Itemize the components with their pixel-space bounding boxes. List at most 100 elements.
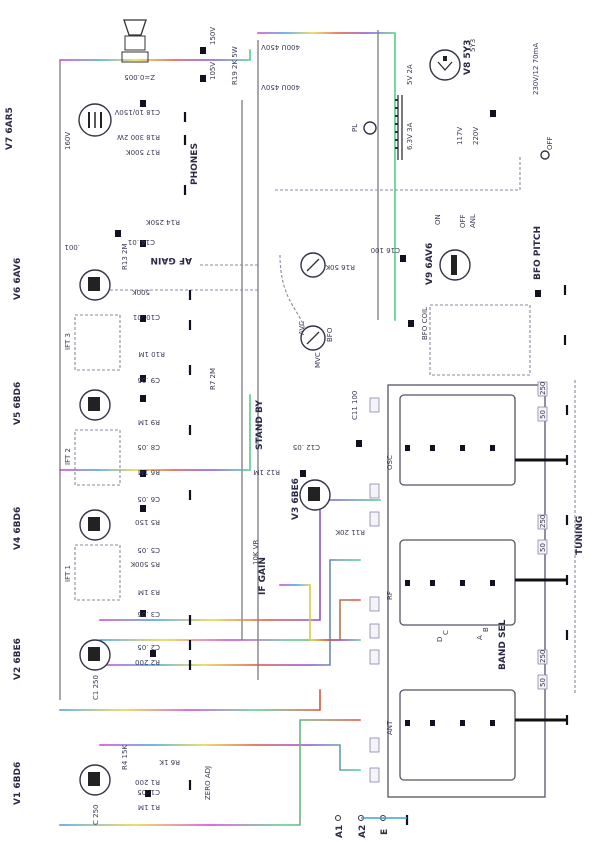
label-avc: AVC xyxy=(298,321,306,335)
label-off-anl: OFF xyxy=(459,214,467,228)
value-c-filter-1: 400U 450V xyxy=(261,43,300,51)
tube-v7 xyxy=(78,103,112,137)
value-r-v2-cathode: R2 200 xyxy=(135,658,160,666)
value-c-v4: C6 .05 xyxy=(137,495,160,503)
value-r-if3: R10 1M xyxy=(139,350,166,358)
value-c-ift1: C5 .05 xyxy=(137,546,160,554)
label-anl: ANL xyxy=(469,214,477,228)
pilot-lamp-icon xyxy=(363,121,377,135)
label-bfo-pitch: BFO PITCH xyxy=(533,226,543,280)
label-hv: 160V xyxy=(64,132,72,150)
value-r-v4-cathode: R5 150 xyxy=(135,518,160,526)
tube-v3 xyxy=(299,479,331,511)
value-c-v2-in: C1 250 xyxy=(92,675,100,700)
gang-label-4: 50 xyxy=(539,543,547,552)
value-r-v2-1: R3 1M xyxy=(138,588,160,596)
value-c-v2-grid: C2 .05 xyxy=(137,643,160,651)
label-ift3: IFT 3 xyxy=(64,333,72,350)
value-r-v1-cathode: R1 200 xyxy=(135,778,160,786)
band-letter-d: D xyxy=(436,637,444,642)
band-letter-c: C xyxy=(442,630,450,635)
value-c-bfo: C16 100 xyxy=(371,246,400,254)
gang-label-1: 250 xyxy=(539,382,547,395)
value-c-af: C14 .01 xyxy=(128,238,155,246)
value-c-v3-grid: C11 100 xyxy=(351,391,359,420)
tube-v2 xyxy=(79,639,111,671)
value-r-out-grid: R17 500K xyxy=(126,148,160,156)
label-heater-5v: 5V 2A xyxy=(406,64,414,85)
label-tuning: TUNING xyxy=(575,516,585,555)
label-ift2: IFT 2 xyxy=(64,448,72,465)
value-c-filter-2: 400U 450V xyxy=(261,83,300,91)
tube-v4 xyxy=(79,509,111,541)
tube-label-v3: V3 6BE6 xyxy=(291,478,301,520)
labels: V7 6AR5 V6 6AV6 V5 6BD6 V4 6BD6 V2 6BE6 … xyxy=(5,27,585,838)
label-zero-adj: ZERO ADJ xyxy=(204,766,212,800)
value-r-v3: R12 1M xyxy=(254,468,281,476)
label-band-sel: BAND SEL xyxy=(498,619,508,670)
gang-label-3: 250 xyxy=(539,515,547,528)
label-bfo-coil: BFO COIL xyxy=(421,307,429,340)
value-r-zero: R6 1K xyxy=(159,758,180,766)
label-af-gain: AF GAIN xyxy=(151,255,192,265)
value-c-v1: C1 .05 xyxy=(137,788,160,796)
terminal-a2: A2 xyxy=(358,825,368,838)
tube-label-v1: V1 6BD6 xyxy=(13,762,23,805)
label-on: ON xyxy=(434,214,442,225)
value-r-v3-grid: R11 20K xyxy=(335,528,365,536)
mechanical-linkages xyxy=(74,155,576,695)
value-c-v5: C8 .05 xyxy=(137,443,160,451)
value-r-ift1: R5 500K xyxy=(130,560,160,568)
label-heater-6v: 6.3V 3A xyxy=(406,122,414,150)
label-tap-117: 117V xyxy=(456,127,464,145)
value-c-v5-screen: C9 .05 xyxy=(137,376,160,384)
label-b-plus-1: 105V xyxy=(209,62,217,80)
terminal-e: E xyxy=(380,829,390,835)
power-transformer xyxy=(395,95,403,160)
antenna-terminals[interactable] xyxy=(335,815,408,821)
value-c-v3: C12 .05 xyxy=(293,443,320,451)
gang-label-5: 250 xyxy=(539,650,547,663)
power-plug-icon xyxy=(540,150,550,160)
coil-boxes xyxy=(399,394,516,781)
label-osc: OSC xyxy=(386,455,394,470)
value-r-detector: R14 250K xyxy=(146,218,180,226)
value-r-filter: R19 2K 5W xyxy=(231,46,239,85)
value-r-v1: R1 1M xyxy=(138,803,160,811)
terminal-a1: A1 xyxy=(335,825,345,838)
label-mvc: MVC xyxy=(314,352,322,368)
label-rectifier: 5Y3 xyxy=(469,39,477,52)
tube-label-v4: V4 6BD6 xyxy=(13,507,23,550)
tube-label-v8: V8 5Y3 xyxy=(463,40,473,75)
label-if-gain: IF GAIN xyxy=(258,557,268,595)
value-c-v2: C3 .05 xyxy=(137,610,160,618)
tube-label-v6: V6 6AV6 xyxy=(13,258,23,300)
value-r-if-gain: 10K VR xyxy=(252,539,260,565)
value-c-v6: .001 xyxy=(64,243,80,251)
value-r-stand-by: R7 2M xyxy=(209,368,217,390)
signal-wires xyxy=(59,32,561,826)
band-switch-terminals xyxy=(369,381,548,783)
value-r-v4: R6 1M xyxy=(138,468,160,476)
avc-mvc-bfo-switch[interactable] xyxy=(300,325,326,351)
tube-v5 xyxy=(79,389,111,421)
mode-switch[interactable] xyxy=(300,252,326,278)
label-output-z: Z=0.005 xyxy=(124,73,155,81)
value-c-out: C18 10/150V xyxy=(114,108,160,116)
value-r-out-plate: R18 300 2W xyxy=(117,133,160,141)
tube-label-v9: V9 6AV6 xyxy=(425,243,435,285)
label-mains: 230V/12 70mA xyxy=(532,43,540,95)
label-pl: PL xyxy=(351,124,359,132)
value-c-if3: C10 .01 xyxy=(133,313,160,321)
capacitors xyxy=(115,47,541,797)
label-b-plus-2: 150V xyxy=(209,27,217,45)
tube-v8 xyxy=(429,49,461,81)
label-stand-by: STAND BY xyxy=(255,400,265,450)
label-ift1: IFT 1 xyxy=(64,565,72,582)
speaker-icon xyxy=(121,19,149,63)
tube-label-v2: V2 6BE6 xyxy=(13,638,23,680)
label-phones: PHONES xyxy=(190,143,200,185)
band-letter-b: B xyxy=(482,627,490,632)
value-c-v1-in: C 250 xyxy=(92,805,100,825)
